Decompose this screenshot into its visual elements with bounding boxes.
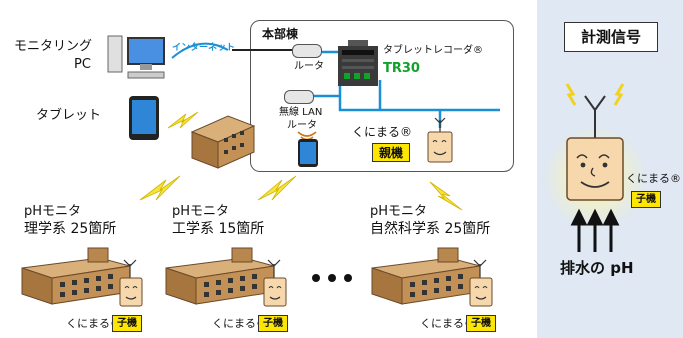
- site-1-child-badge: 子機: [112, 315, 142, 332]
- wireless-router-label-line1: 無線 LAN: [279, 107, 323, 118]
- hq-building-illustration: [190, 115, 256, 169]
- site-3-line1: pHモニタ: [370, 204, 428, 219]
- hq-kunimaru-label: くにまる®: [352, 125, 413, 139]
- site-1-line2: 理学系 25箇所: [24, 221, 117, 237]
- router-label: ルータ: [294, 61, 324, 72]
- large-sensor-illustration: [543, 83, 647, 252]
- site-2-line1: pHモニタ: [172, 204, 230, 219]
- parent-badge: 親機: [372, 143, 410, 162]
- drain-ph-label: 排水の pH: [560, 259, 634, 277]
- tablet-icon: [129, 96, 159, 140]
- wireless-router-device: [284, 90, 314, 104]
- site-3-kunimaru: くにまる®: [420, 317, 475, 330]
- tablet-label: タブレット: [36, 108, 102, 123]
- site-2-child-badge: 子機: [258, 315, 288, 332]
- monitoring-pc-label-line1: モニタリング: [14, 39, 93, 54]
- router-device: [292, 44, 322, 58]
- monitoring-pc-icon: [107, 35, 165, 79]
- monitoring-pc-label-line2: PC: [74, 57, 91, 72]
- site-2-line2: 工学系 15箇所: [172, 221, 265, 237]
- wireless-router-label-line2: ルータ: [287, 120, 317, 131]
- site-1-line1: pHモニタ: [24, 204, 82, 219]
- recorder-model: TR30: [383, 61, 420, 76]
- site-2-kunimaru: くにまる®: [212, 317, 267, 330]
- hq-title: 本部棟: [262, 27, 299, 41]
- site-3-line2: 自然科学系 25箇所: [370, 221, 491, 237]
- large-sensor-kunimaru-label: くにまる®: [626, 172, 681, 185]
- internet-swoosh-icon: [171, 42, 229, 59]
- site-3-child-badge: 子機: [466, 315, 496, 332]
- hq-sensor-icon: [427, 117, 453, 163]
- recorder-label: タブレットレコーダ®: [383, 45, 483, 56]
- hq-tablet-icon: [298, 139, 318, 167]
- tablet-recorder-icon: [338, 40, 378, 86]
- measurement-signal-title: 計測信号: [564, 22, 658, 52]
- large-sensor-child-badge: 子機: [631, 191, 661, 208]
- site-1-kunimaru: くにまる®: [66, 317, 121, 330]
- internet-logo: インターネット: [172, 43, 236, 53]
